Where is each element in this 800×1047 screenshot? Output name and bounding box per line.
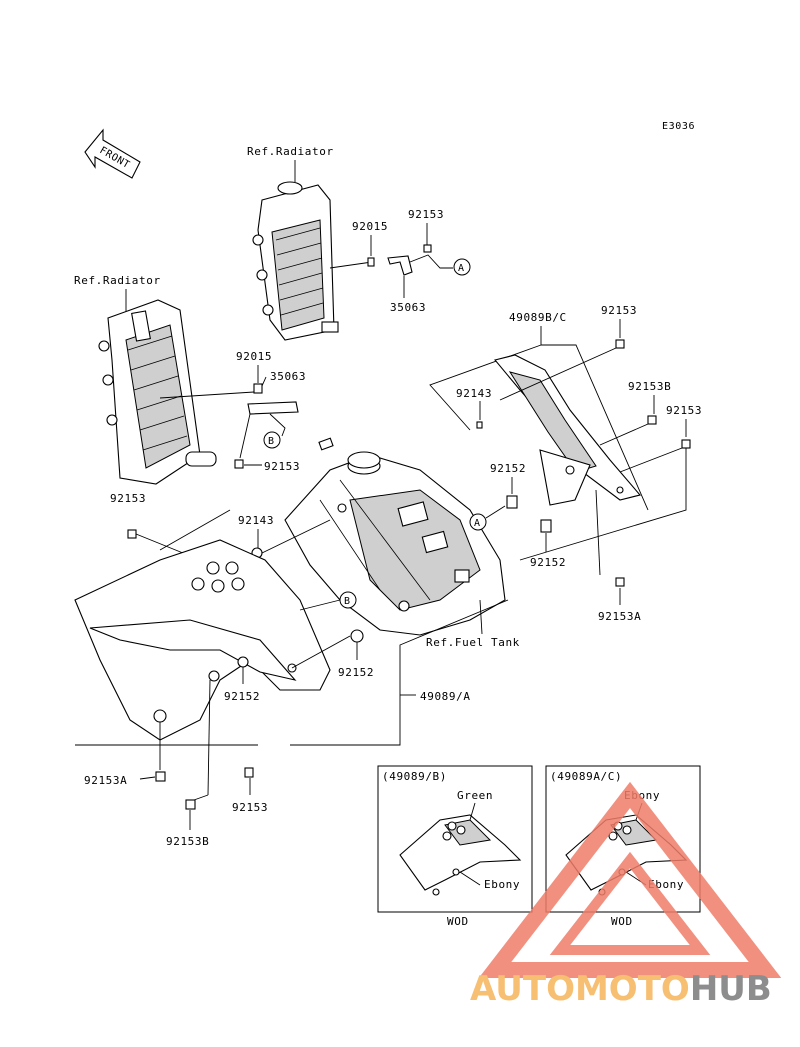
automotohub-logo: AUTOMOTOHUB — [470, 781, 782, 1009]
label-49089bc: 49089B/C — [509, 311, 567, 324]
inset-left: (49089/B) Green Ebony WOD — [377, 765, 533, 928]
label-92153A-bl: 92153A — [84, 774, 127, 787]
svg-text:AUTOMOTOHUB: AUTOMOTOHUB — [470, 969, 772, 1009]
svg-text:A: A — [474, 518, 481, 529]
label-49089a: 49089/A — [420, 690, 471, 703]
front-arrow-icon: FRONT — [84, 128, 141, 179]
radiator-left: Ref.Radiator — [74, 274, 217, 485]
label-92152-lf: 92152 — [224, 690, 260, 703]
bolt-92153B-r — [647, 415, 657, 425]
grommet-92143-r — [476, 421, 483, 429]
bolt-92153-lf — [127, 529, 137, 539]
inset-left-title: (49089/B) — [382, 770, 447, 783]
bolt-92153A-bl — [155, 771, 166, 782]
inset-right-caption: WOD — [611, 915, 633, 928]
label-92153-r1: 92153 — [601, 304, 637, 317]
label-92153-r2: 92153 — [666, 404, 702, 417]
label-92143-lf: 92143 — [238, 514, 274, 527]
label-92153-b: 92153 — [232, 801, 268, 814]
bracket-35063-left — [247, 401, 299, 415]
grommet-92152-r2 — [540, 519, 552, 533]
svg-text:B: B — [268, 436, 275, 447]
bolt-92153-top — [423, 244, 432, 253]
grommet-92152-r1 — [506, 495, 518, 509]
grommet-92152-lf — [237, 656, 249, 668]
inset-left-color-bottom: Ebony — [484, 878, 520, 891]
label-92152-r2: 92152 — [530, 556, 566, 569]
label-92015-top: 92015 — [352, 220, 388, 233]
callout-b-left — [263, 431, 281, 449]
ref-fuel-tank-label: Ref.Fuel Tank — [426, 636, 520, 649]
bolt-92153A-r — [615, 577, 625, 587]
shroud-right — [494, 354, 641, 506]
bracket-35063-top — [387, 255, 413, 276]
fuel-tank — [284, 437, 506, 636]
callout-a-right — [469, 513, 487, 531]
svg-text:A: A — [458, 263, 465, 274]
inset-right-title: (49089A/C) — [550, 770, 622, 783]
bolt-92153B-bl — [185, 799, 196, 810]
label-92152-r1: 92152 — [490, 462, 526, 475]
bolt-92015-left — [253, 383, 263, 394]
logo-text-automoto: AUTOMOTO — [470, 969, 690, 1009]
ref-radiator-left-label: Ref.Radiator — [74, 274, 161, 287]
svg-text:B: B — [344, 596, 351, 607]
callout-a-top — [453, 258, 471, 276]
label-92015-left: 92015 — [236, 350, 272, 363]
ref-radiator-top-label: Ref.Radiator — [247, 145, 334, 158]
radiator-top: Ref.Radiator — [247, 145, 339, 341]
logo-text-hub: HUB — [690, 969, 772, 1009]
shroud-left — [74, 539, 331, 741]
bolt-92153-r1 — [615, 339, 625, 349]
bolt-92153-b — [244, 767, 254, 778]
label-92153B-bl: 92153B — [166, 835, 209, 848]
bolt-92153-r2 — [681, 439, 691, 449]
inset-left-color-top: Green — [457, 789, 493, 802]
label-92153B-r: 92153B — [628, 380, 671, 393]
label-35063-top: 35063 — [390, 301, 426, 314]
label-35063-left: 35063 — [270, 370, 306, 383]
diagram-code: E3036 — [662, 121, 695, 132]
inset-left-caption: WOD — [447, 915, 469, 928]
label-92153-top: 92153 — [408, 208, 444, 221]
bolt-92153-left — [234, 459, 244, 469]
label-92153-lf: 92153 — [110, 492, 146, 505]
label-92152-m: 92152 — [338, 666, 374, 679]
label-92143-r: 92143 — [456, 387, 492, 400]
label-92153A-r: 92153A — [598, 610, 641, 623]
label-92153-left: 92153 — [264, 460, 300, 473]
grommet-92152-m — [350, 629, 364, 643]
bolt-92015-top — [367, 257, 375, 267]
